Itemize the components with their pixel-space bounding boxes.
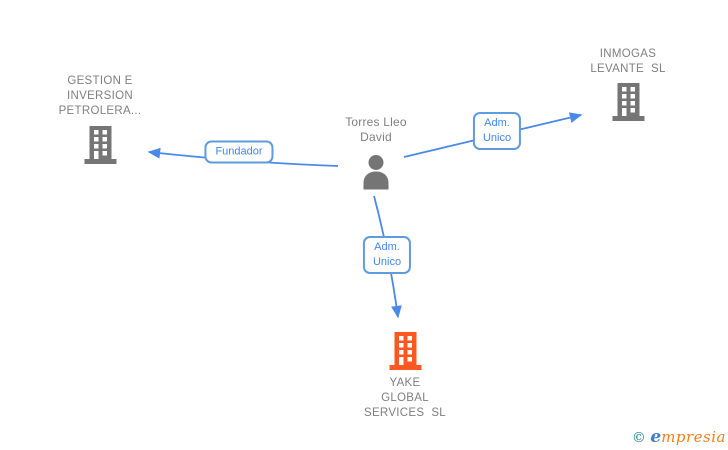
edge-label-adm-unico-bottom[interactable]: Adm. Unico — [362, 236, 412, 274]
building-icon[interactable] — [389, 332, 422, 370]
node-label-person[interactable]: Torres Lleo David — [345, 115, 407, 144]
node-label-inmogas[interactable]: INMOGAS LEVANTE SL — [590, 48, 666, 75]
person-icon[interactable] — [360, 154, 392, 190]
edge-label-fundador[interactable]: Fundador — [204, 140, 274, 164]
copyright-symbol: © — [631, 430, 651, 446]
node-inmogas[interactable]: INMOGAS LEVANTE SL — [548, 47, 708, 121]
node-yake[interactable]: YAKE GLOBAL SERVICES SL — [325, 332, 485, 421]
empresia-watermark[interactable]: © empresia — [632, 427, 726, 447]
node-label-gestion[interactable]: GESTION E INVERSION PETROLERA... — [58, 75, 142, 117]
brand-name: mpresia — [661, 428, 726, 446]
edge-label-adm-unico-right[interactable]: Adm. Unico — [472, 112, 522, 150]
building-icon[interactable] — [612, 83, 645, 121]
node-person[interactable]: Torres Lleo David — [296, 115, 456, 190]
building-icon[interactable] — [84, 126, 117, 164]
node-gestion[interactable]: GESTION E INVERSION PETROLERA... — [20, 74, 180, 164]
brand-initial: e — [650, 427, 662, 447]
node-label-yake[interactable]: YAKE GLOBAL SERVICES SL — [363, 377, 446, 419]
